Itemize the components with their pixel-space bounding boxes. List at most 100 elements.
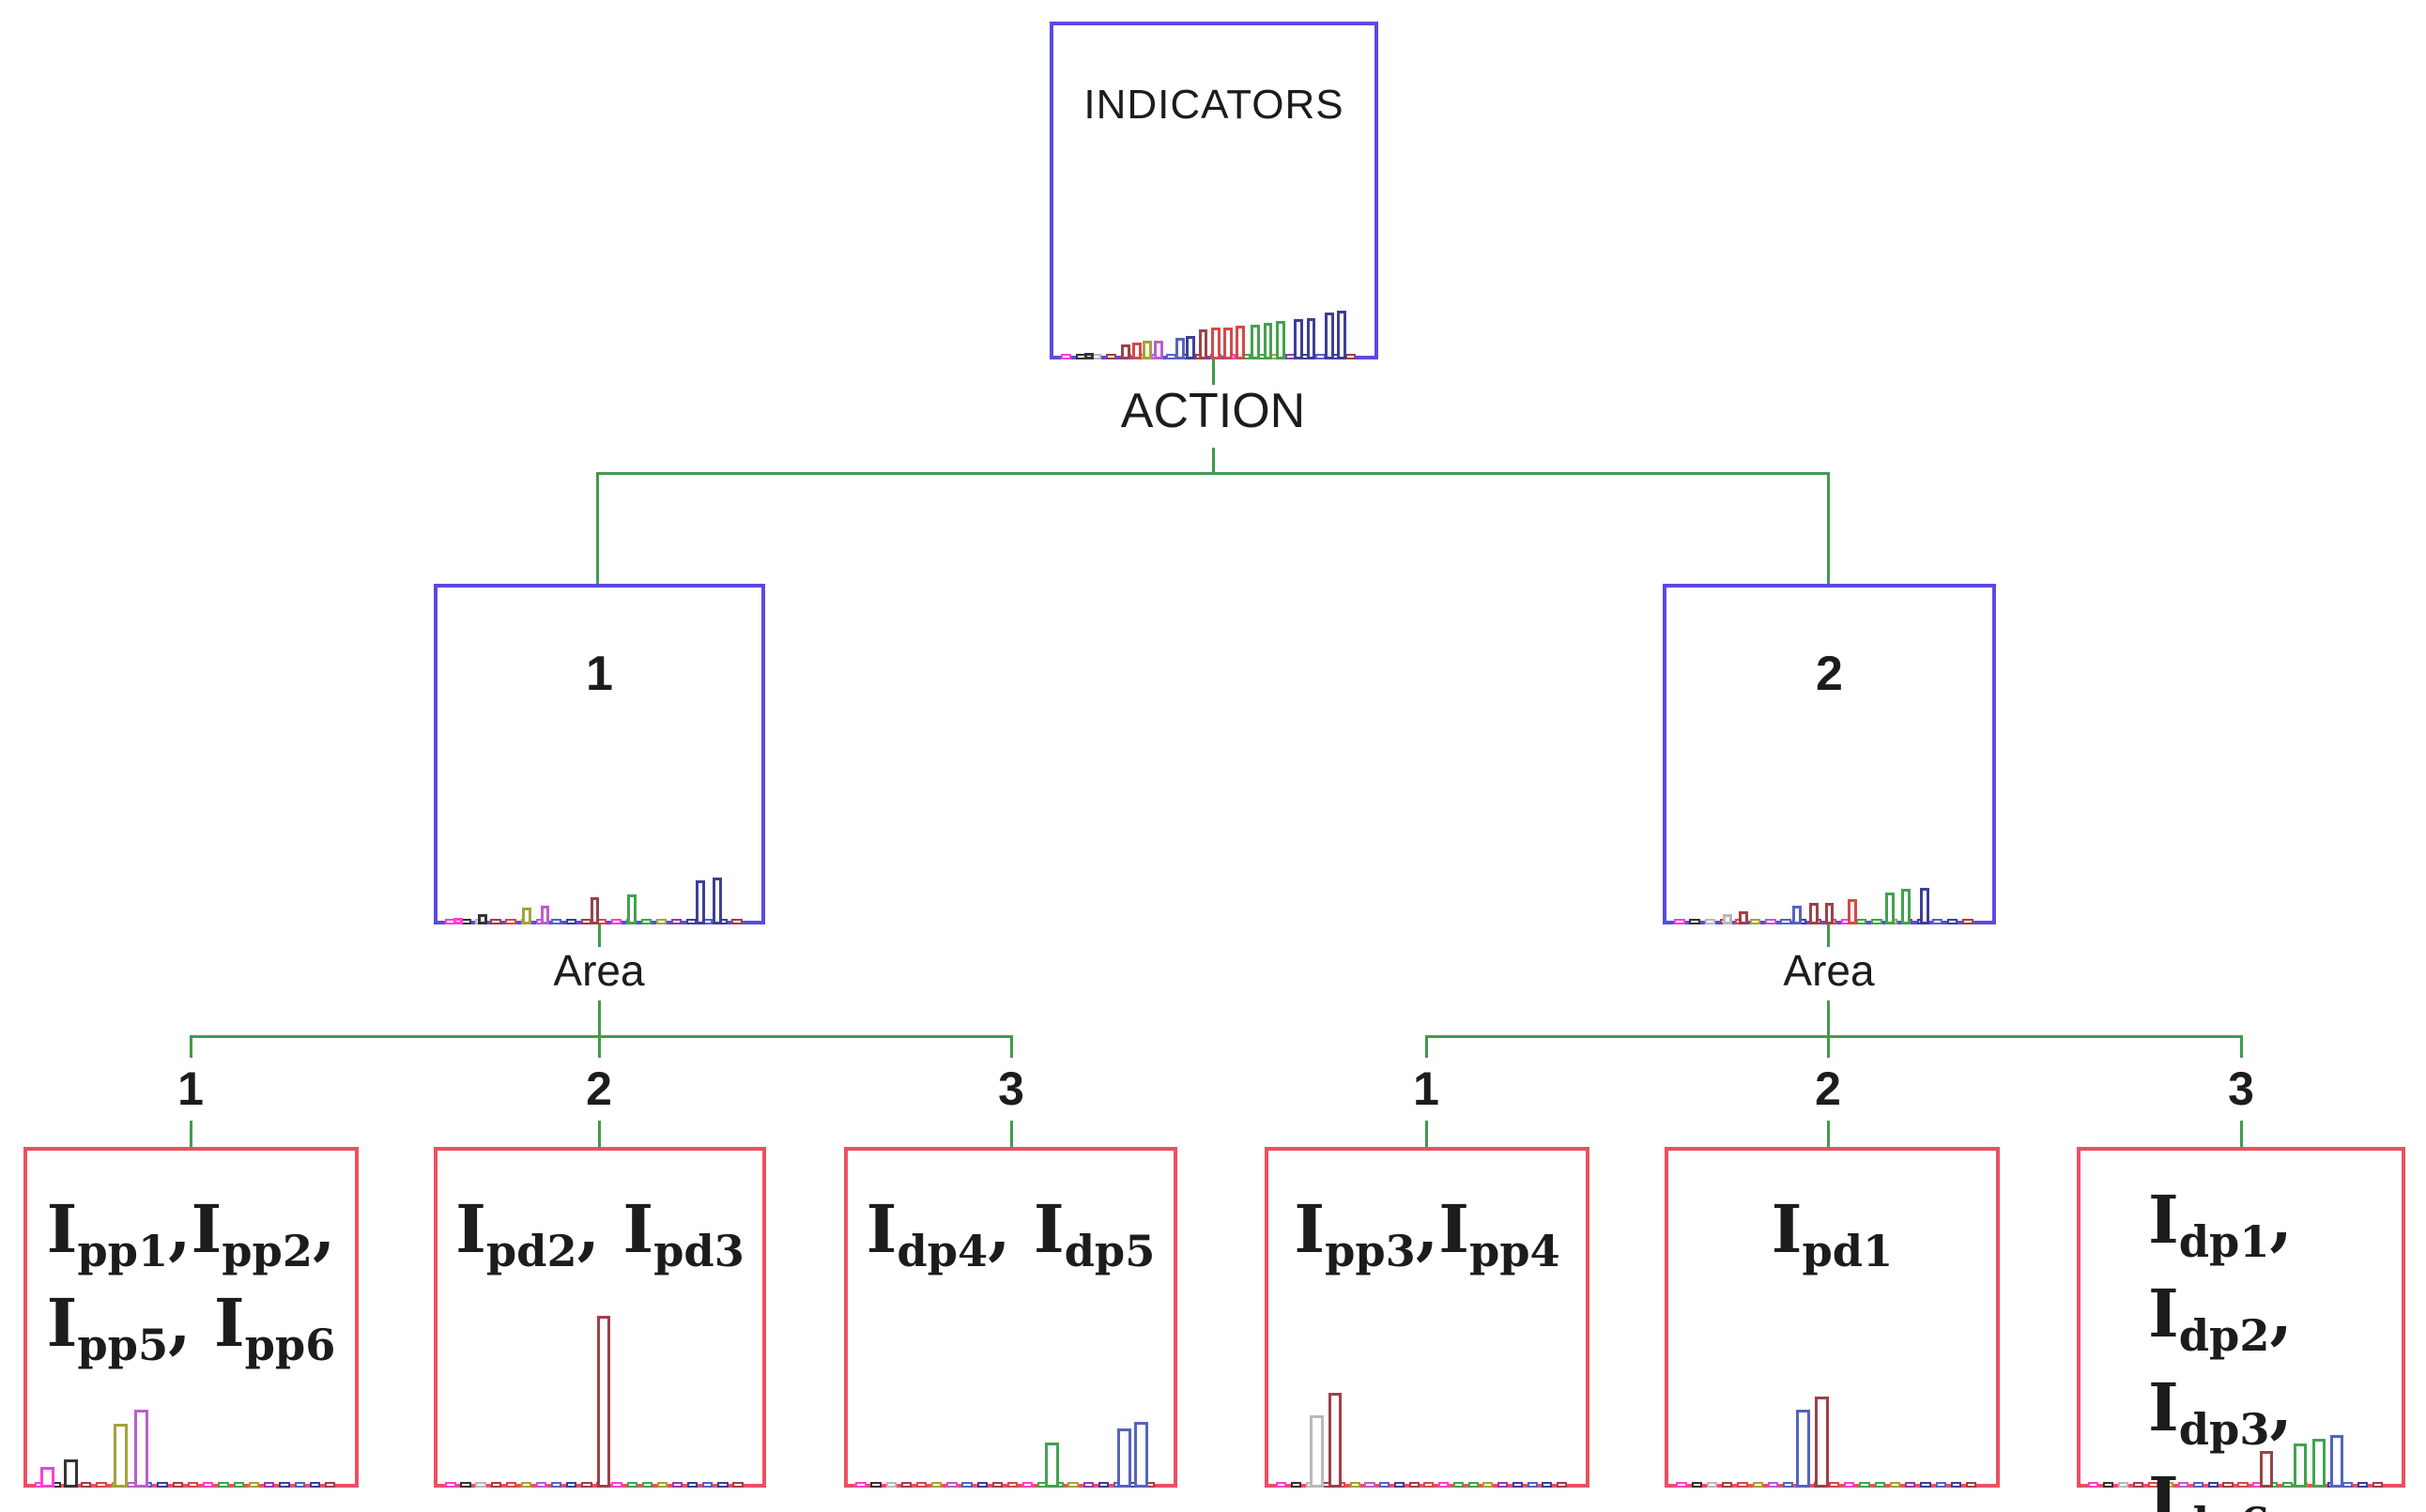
baseline-dash xyxy=(1931,919,1943,924)
leaf-node-1-1: Ipp1,Ipp2,Ipp5, Ipp6 xyxy=(23,1147,359,1488)
baseline-dash xyxy=(946,1482,958,1488)
baseline-dash xyxy=(2177,1482,2188,1488)
root-node-label: INDICATORS xyxy=(1083,82,1344,128)
baseline-dash xyxy=(505,919,516,924)
indicator-line: Idp3, Idp6, xyxy=(2148,1361,2402,1512)
leaf-2-indicator-label: Ipd2, Ipd3 xyxy=(438,1151,762,1276)
baseline-dash xyxy=(1098,1482,1110,1488)
baseline-dash xyxy=(2237,1482,2249,1488)
connector-drop-leaf6 xyxy=(2240,1035,2243,1058)
baseline-dash xyxy=(1966,1482,1977,1488)
leaf-4-indicator-label: Ipp3,Ipp4 xyxy=(1268,1151,1586,1276)
mini-bar-olive xyxy=(521,908,531,924)
mini-bar-navy xyxy=(1337,311,1347,359)
baseline-dash xyxy=(915,1482,928,1488)
mini-bar-green xyxy=(1045,1442,1060,1488)
baseline-dash xyxy=(870,1482,882,1488)
leaf-6-mini-bar-chart xyxy=(2087,1151,2395,1488)
connector-level2-left-horizontal xyxy=(190,1035,1013,1038)
baseline-dash xyxy=(445,1482,456,1488)
connector-drop-node2 xyxy=(1827,472,1830,584)
leaf-5-mini-bar-chart xyxy=(1675,1151,1989,1488)
mini-bar-blue xyxy=(1795,1410,1811,1488)
baseline-dash xyxy=(731,919,743,924)
leaf-node-1-2: Ipd2, Ipd3 xyxy=(434,1147,766,1488)
baseline-dash xyxy=(611,1482,622,1488)
baseline-dash xyxy=(279,1482,290,1488)
mini-bar-green xyxy=(2311,1438,2326,1488)
indicator-token: Idp5 xyxy=(1033,1190,1156,1276)
mini-bar-magenta xyxy=(453,917,463,924)
mini-bar-crimson xyxy=(1131,343,1142,359)
baseline-dash xyxy=(1752,1482,1763,1488)
connector-drop-leaf2 xyxy=(598,1035,601,1058)
baseline-dash xyxy=(1314,354,1327,359)
mini-bar-blue xyxy=(1791,906,1802,924)
baseline-dash xyxy=(475,1482,486,1488)
baseline-dash xyxy=(96,1482,107,1488)
baseline-dash xyxy=(2103,1482,2114,1488)
baseline-dash xyxy=(626,1482,637,1488)
baseline-dash xyxy=(1950,1482,1962,1488)
baseline-dash xyxy=(535,1482,547,1488)
baseline-dash xyxy=(1082,1482,1094,1488)
indicator-token: Ipp5, xyxy=(46,1284,214,1370)
mini-bar-maroon xyxy=(1121,344,1131,359)
baseline-dash xyxy=(1482,1482,1494,1488)
baseline-dash xyxy=(325,1482,336,1488)
indicator-token: Ipd2, xyxy=(455,1190,623,1276)
baseline-dash xyxy=(1438,1482,1450,1488)
mini-bar-olive xyxy=(1143,341,1153,359)
baseline-dash xyxy=(187,1482,199,1488)
connector-drop-leaf1 xyxy=(190,1035,192,1058)
mini-bar-maroon xyxy=(1198,328,1208,359)
connector-stub-leaf1 xyxy=(190,1121,192,1147)
mini-bar-black xyxy=(478,914,488,924)
indicator-line: Ipp1,Ipp2, xyxy=(27,1183,355,1276)
baseline-dash xyxy=(1856,919,1867,924)
baseline-dash xyxy=(551,1482,562,1488)
leaf-4-mini-bar-chart xyxy=(1275,1151,1580,1488)
baseline-dash xyxy=(264,1482,275,1488)
indicator-line: Ipp5, Ipp6 xyxy=(27,1276,355,1370)
baseline-dash xyxy=(2088,1482,2099,1488)
indicator-token: Idp4, xyxy=(866,1190,1034,1276)
mini-bar-maroon xyxy=(1815,1397,1830,1488)
connector-stub-leaf6 xyxy=(2240,1121,2243,1147)
leaf-1-mini-bar-chart xyxy=(34,1151,348,1488)
branch-number-right-3: 3 xyxy=(2228,1062,2254,1115)
leaf-node-1-3: Idp4, Idp5 xyxy=(844,1147,1177,1488)
mini-bar-crimson xyxy=(1222,328,1233,359)
indicator-token: Idp1, xyxy=(2148,1181,2293,1267)
baseline-dash xyxy=(157,1482,168,1488)
baseline-dash xyxy=(900,1482,913,1488)
baseline-dash xyxy=(1874,1482,1885,1488)
baseline-dash xyxy=(717,1482,729,1488)
mini-bar-blue xyxy=(1134,1422,1149,1488)
mini-bar-green xyxy=(627,893,637,924)
baseline-dash xyxy=(1689,919,1700,924)
baseline-dash xyxy=(1527,1482,1538,1488)
indicator-line: Ipd2, Ipd3 xyxy=(438,1183,762,1276)
node-action-1: 1 xyxy=(434,584,765,924)
baseline-dash xyxy=(1006,1482,1019,1488)
baseline-dash xyxy=(1676,1482,1687,1488)
mini-bar-navy xyxy=(1306,317,1316,359)
connector-root-stub xyxy=(1212,359,1215,385)
indicator-token: Ipp2, xyxy=(191,1190,336,1276)
indicator-line: Ipd1 xyxy=(1668,1183,1996,1276)
leaf-6-indicator-label: Idp1, Idp2,Idp3, Idp6,Idp7 xyxy=(2081,1151,2402,1512)
baseline-dash xyxy=(1859,1482,1870,1488)
baseline-dash xyxy=(566,1482,577,1488)
baseline-dash xyxy=(1767,1482,1779,1488)
mini-bar-navy xyxy=(696,880,706,924)
baseline-dash xyxy=(702,1482,714,1488)
baseline-dash xyxy=(1497,1482,1509,1488)
connector-drop-leaf3 xyxy=(1010,1035,1013,1058)
baseline-dash xyxy=(1691,1482,1702,1488)
baseline-dash xyxy=(1947,919,1958,924)
baseline-dash xyxy=(1105,354,1117,359)
mini-bar-green xyxy=(1901,889,1912,924)
baseline-dash xyxy=(1021,1482,1034,1488)
